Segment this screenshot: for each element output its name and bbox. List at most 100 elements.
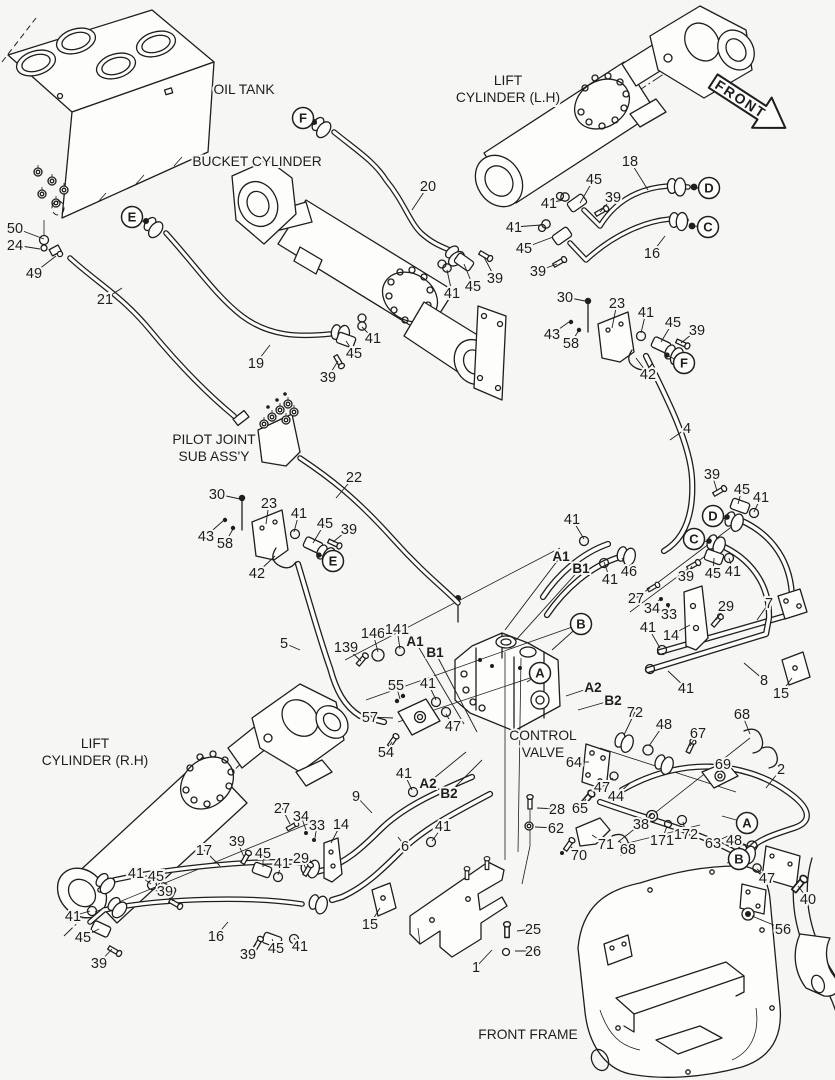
callout-40: 40 xyxy=(800,892,816,908)
callout-41: 41 xyxy=(435,819,451,835)
callout-57: 57 xyxy=(362,710,378,726)
callout-28: 28 xyxy=(549,802,565,818)
callout-leader xyxy=(463,263,474,287)
label-lift-cylinder-lh: CYLINDER (L.H) xyxy=(456,90,560,105)
callout-leader xyxy=(385,741,393,753)
callout-47: 47 xyxy=(759,871,775,887)
callout-leader xyxy=(579,178,595,204)
ref-letter-B: B xyxy=(576,617,585,632)
front-arrow-label: FRONT xyxy=(712,77,770,122)
callout-leader xyxy=(369,907,381,925)
callout-39: 39 xyxy=(605,190,621,206)
callout-45: 45 xyxy=(255,846,271,862)
callout-leader xyxy=(743,662,765,681)
callout-39: 39 xyxy=(229,834,245,850)
tank-drain-plugs xyxy=(33,164,69,216)
callout-leader xyxy=(104,287,123,300)
callout-63: 63 xyxy=(705,836,721,852)
callout-leader xyxy=(14,244,41,250)
ref-letter-C: C xyxy=(703,220,713,235)
callout-leader xyxy=(797,885,809,900)
label-bucket-cylinder: BUCKET CYLINDER xyxy=(192,154,321,169)
callout-56: 56 xyxy=(775,922,791,938)
callout-leader xyxy=(446,269,453,294)
callout-141: 141 xyxy=(385,622,409,638)
callout-leader xyxy=(661,825,668,841)
ref-letter-D: D xyxy=(704,181,713,196)
callout-leader xyxy=(536,807,558,810)
callout-39: 39 xyxy=(341,522,357,538)
callout-leader xyxy=(395,684,401,700)
callout-19: 19 xyxy=(248,356,264,372)
callout-41: 41 xyxy=(678,681,694,697)
callout-leader xyxy=(551,321,570,335)
callout-leader xyxy=(523,236,554,249)
callout-41: 41 xyxy=(292,939,308,955)
callout-leader xyxy=(603,561,611,580)
callout-39: 39 xyxy=(240,947,256,963)
callout-48: 48 xyxy=(726,833,742,849)
label-control-valve: CONTROL xyxy=(509,728,577,743)
port-label-B1: B1 xyxy=(572,561,590,576)
callout-45: 45 xyxy=(665,315,681,331)
callout-34: 34 xyxy=(644,601,660,617)
callout-41: 41 xyxy=(420,676,436,692)
callout-58: 58 xyxy=(563,336,579,352)
ref-circle-A xyxy=(528,661,552,685)
callout-21: 21 xyxy=(97,292,113,308)
label-front-frame: FRONT FRAME xyxy=(478,1027,577,1042)
callout-46: 46 xyxy=(621,564,637,580)
callout-14: 14 xyxy=(333,817,349,833)
callout-leader xyxy=(483,256,496,279)
callout-41: 41 xyxy=(444,286,460,302)
ref-circle-F xyxy=(672,351,696,375)
callout-71: 71 xyxy=(598,837,614,853)
callout-leader xyxy=(753,496,762,513)
callout-leader xyxy=(570,846,580,856)
callout-leader xyxy=(669,427,688,441)
callout-leader xyxy=(300,815,307,831)
callout-29: 29 xyxy=(718,599,734,615)
callout-leader xyxy=(629,160,649,191)
callout-42: 42 xyxy=(249,566,265,582)
callout-24: 24 xyxy=(7,238,23,254)
callout-leader xyxy=(715,763,724,774)
callout-leader xyxy=(640,813,653,825)
ref-circle-A xyxy=(735,811,759,835)
port-leader xyxy=(577,699,614,711)
label-pilot-joint: PILOT JOINT xyxy=(172,432,256,447)
port-leader xyxy=(427,751,467,784)
ref-circle-B xyxy=(727,847,751,871)
callout-leader xyxy=(516,928,534,932)
callout-45: 45 xyxy=(516,241,532,257)
callout-leader xyxy=(534,826,557,829)
callout-leader xyxy=(361,326,374,339)
callout-leader xyxy=(728,557,734,572)
ref-letter-E: E xyxy=(329,554,338,569)
callout-leader xyxy=(579,798,587,809)
callout-leader xyxy=(293,937,301,947)
callout-47: 47 xyxy=(445,719,461,735)
callout-45: 45 xyxy=(148,869,164,885)
callout-23: 23 xyxy=(261,496,277,512)
callout-39: 39 xyxy=(689,323,705,339)
callout-45: 45 xyxy=(317,516,333,532)
label-lift-cylinder-lh: LIFT xyxy=(494,73,523,88)
callout-leader xyxy=(271,938,277,949)
callout-leader xyxy=(332,528,350,543)
callout-leader xyxy=(682,821,687,835)
port-label-A2: A2 xyxy=(419,776,436,791)
callout-leader xyxy=(403,772,413,791)
callout-41: 41 xyxy=(396,766,412,782)
callout-leader xyxy=(283,642,301,651)
callout-leader xyxy=(667,603,670,615)
callout-8: 8 xyxy=(760,673,768,689)
callout-leader xyxy=(300,857,307,870)
callout-leader xyxy=(640,311,647,334)
label-lift-cylinder-rh: LIFT xyxy=(81,736,110,751)
callout-39: 39 xyxy=(487,271,503,287)
callout-leader xyxy=(548,199,564,204)
lift-cylinder-lh-body xyxy=(474,5,755,233)
